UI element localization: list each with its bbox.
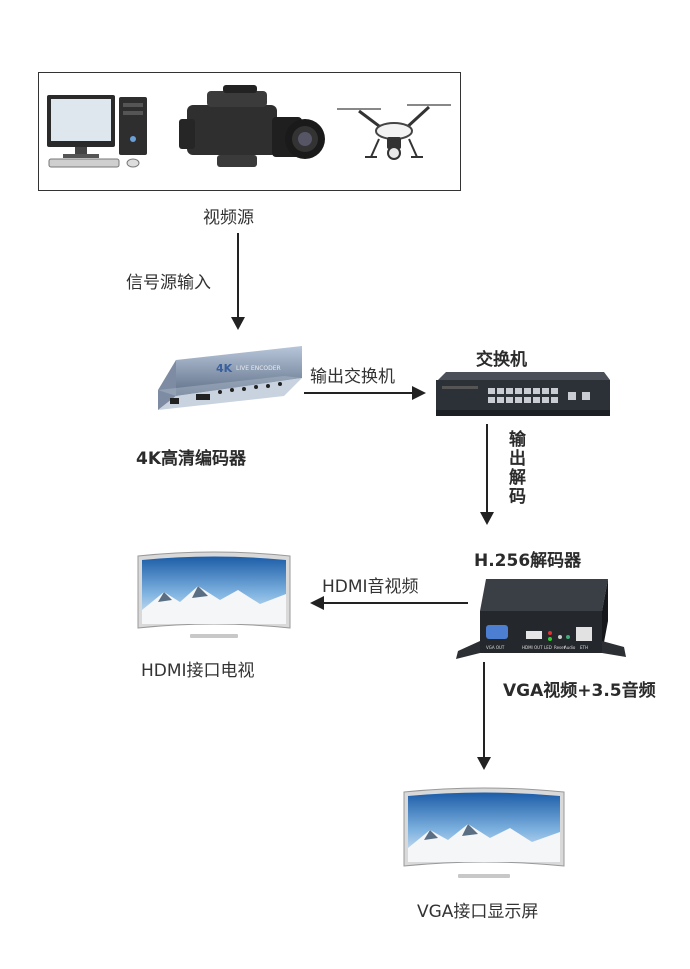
video-source-box <box>38 72 461 191</box>
video-source-label: 视频源 <box>203 208 254 228</box>
hdmi-tv-label: HDMI接口电视 <box>141 661 255 681</box>
encoder-brand-text: LIVE ENCODER <box>236 365 281 372</box>
video-camera-icon <box>179 85 325 167</box>
arrow-down-icon <box>231 233 245 330</box>
arrow-left-icon <box>310 596 468 610</box>
decoder-port-text: HDMI OUT <box>522 645 543 650</box>
arrow-down-icon <box>477 662 491 770</box>
network-switch-icon <box>436 372 610 416</box>
arrow-right-icon <box>304 386 426 400</box>
vga-display-label: VGA接口显示屏 <box>417 902 539 922</box>
drone-icon <box>337 104 451 160</box>
switch-label: 交换机 <box>476 350 527 370</box>
decoder-port-text: Audio <box>564 645 576 650</box>
desktop-computer-icon <box>47 95 147 168</box>
output-decode-label: 输出解码 <box>505 430 525 506</box>
decoder-port-text: VGA OUT <box>486 645 505 650</box>
encoder-badge-text: 4K <box>216 362 233 375</box>
decoder-port-text: Reset <box>554 645 566 650</box>
arrow-down-icon <box>480 424 494 525</box>
decoder-device-icon: VGA OUT HDMI OUT LED Reset Audio ETH <box>456 579 626 659</box>
signal-input-label: 信号源输入 <box>126 273 211 293</box>
decoder-label: H.256解码器 <box>474 551 582 571</box>
decoder-port-text: LED <box>544 645 552 650</box>
vga-display-icon <box>403 787 565 878</box>
decoder-port-text: ETH <box>580 645 588 650</box>
decoder-outputs-label: VGA视频+3.5音频 <box>503 681 656 701</box>
encoder-label: 4K高清编码器 <box>136 449 247 469</box>
output-switch-label: 输出交换机 <box>310 367 395 387</box>
hdmi-tv-icon <box>137 551 291 638</box>
encoder-device-icon: 4K LIVE ENCODER <box>158 346 302 410</box>
hdmi-av-label: HDMI音视频 <box>322 577 419 597</box>
